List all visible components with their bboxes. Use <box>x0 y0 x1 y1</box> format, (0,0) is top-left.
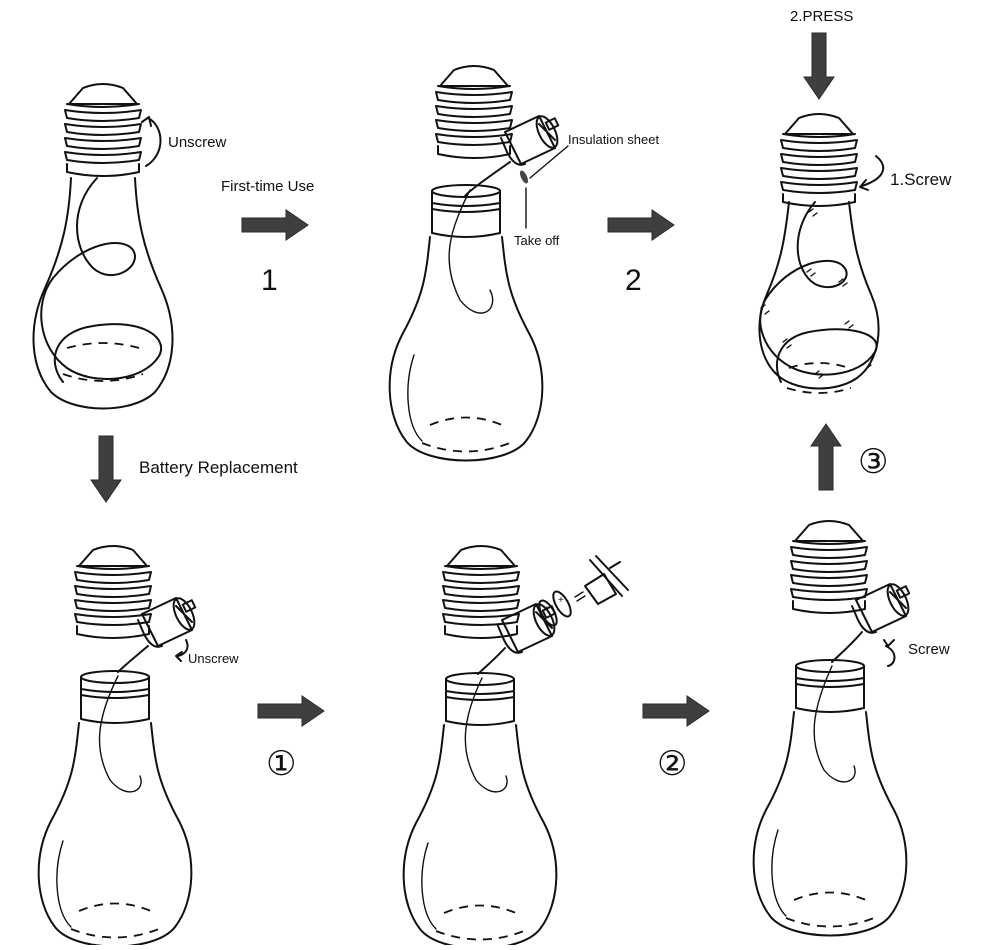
battery-replacement-down-arrow-icon <box>90 435 122 503</box>
next-arrow-icon <box>257 695 325 727</box>
bulb-cap-icon <box>64 83 142 177</box>
label-unscrew-holder: Unscrew <box>188 651 239 666</box>
step-number-2: 2 <box>625 264 642 297</box>
next-arrow-icon <box>607 209 675 241</box>
label-first-time-use: First-time Use <box>221 178 315 195</box>
screw-rotation-arrow-icon <box>885 645 896 667</box>
battery-plus-sign: + <box>558 595 564 606</box>
coin-battery-icon <box>552 590 572 618</box>
bulb-cap-icon <box>780 113 858 207</box>
label-press: 2.PRESS <box>790 8 854 25</box>
screw-rotation-arrow-icon <box>861 155 885 187</box>
spring-icon <box>574 591 586 602</box>
unscrew-rotation-arrow-icon <box>145 117 162 167</box>
step-circled-2: ② <box>657 744 688 784</box>
panel-5-replace-batteries <box>402 545 629 950</box>
label-battery-replacement: Battery Replacement <box>139 458 298 477</box>
label-insulation-sheet: Insulation sheet <box>568 132 660 147</box>
panel-6-screw-holder <box>752 520 914 937</box>
label-unscrew: Unscrew <box>168 134 227 151</box>
press-down-arrow-icon <box>803 32 835 100</box>
label-screw-holder: Screw <box>908 641 950 658</box>
panel-3-screw-and-press <box>758 32 885 394</box>
coin-battery-icon <box>538 599 558 627</box>
bulb-cap-icon <box>442 545 520 639</box>
battery-plus-sign: + <box>544 604 550 615</box>
light-sparkle-icons <box>760 208 872 379</box>
label-take-off: Take off <box>514 233 560 248</box>
step-circled-3: ③ <box>858 442 889 482</box>
insulation-sheet-icon <box>519 170 529 184</box>
panel-2-remove-insulation <box>388 65 569 462</box>
step-3-up-arrow-icon <box>810 423 842 491</box>
next-arrow-icon <box>642 695 710 727</box>
bulb-cap-icon <box>435 65 513 159</box>
step-circled-1: ① <box>266 744 297 784</box>
next-arrow-icon <box>241 209 309 241</box>
holder-lid-icon <box>584 555 629 605</box>
unscrew-rotation-arrow-icon <box>177 639 189 657</box>
battery-holder-icon <box>137 594 200 648</box>
panel-1-assembled-bulb <box>32 83 174 410</box>
step-number-1: 1 <box>261 264 278 297</box>
panel-4-unscrew-holder <box>37 545 200 948</box>
label-screw-1: 1.Screw <box>890 170 952 189</box>
